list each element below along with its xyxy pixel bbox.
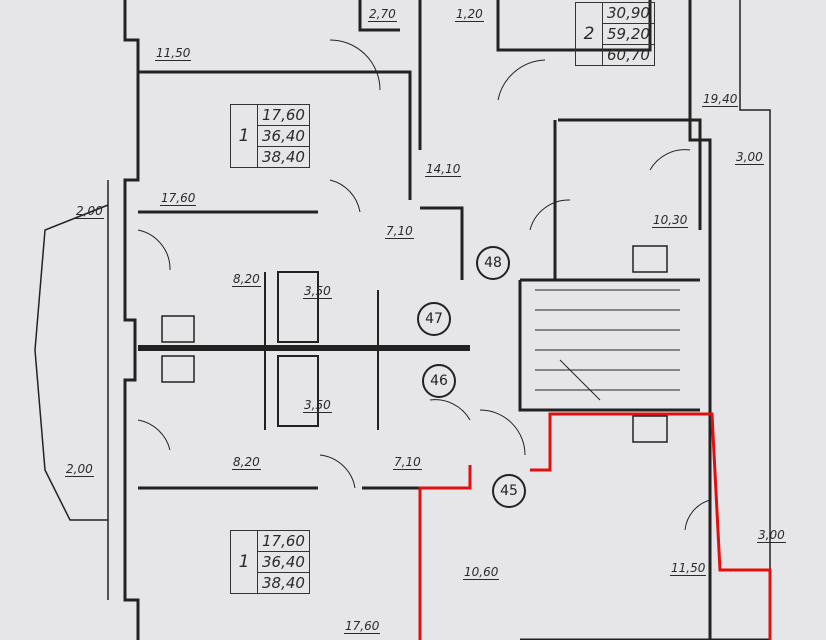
apartment-rooms: 2 — [576, 3, 603, 65]
room-area: 17,60 — [160, 191, 197, 206]
apartment-number-marker: 48 — [476, 246, 510, 280]
room-area: 3,00 — [757, 528, 786, 543]
apartment-rooms: 1 — [231, 105, 258, 167]
room-area: 10,60 — [463, 565, 500, 580]
apartment-number-marker: 46 — [422, 364, 456, 398]
room-area: 11,50 — [155, 46, 192, 61]
room-area: 2,00 — [65, 462, 94, 477]
room-area: 3,50 — [303, 398, 332, 413]
living-area: 17,60 — [258, 105, 309, 126]
apartment-info-box: 1 17,60 36,40 38,40 — [230, 104, 310, 168]
total-area-with-balcony: 38,40 — [262, 148, 305, 166]
apartment-number-marker: 45 — [492, 474, 526, 508]
room-area: 3,00 — [735, 150, 764, 165]
highlighted-apartment-outline — [418, 412, 772, 640]
room-area: 2,70 — [368, 7, 397, 22]
total-area: 36,40 — [258, 126, 309, 147]
room-area: 1,20 — [455, 7, 484, 22]
room-area: 8,20 — [232, 455, 261, 470]
apartment-info-box: 1 17,60 36,40 38,40 — [230, 530, 310, 594]
apartment-number-marker: 47 — [417, 302, 451, 336]
room-area: 8,20 — [232, 272, 261, 287]
total-area-with-balcony: 60,70 — [607, 46, 650, 64]
room-area: 7,10 — [385, 224, 414, 239]
room-area: 2,00 — [75, 204, 104, 219]
living-area: 17,60 — [258, 531, 309, 552]
apartment-info-box: 2 30,90 59,20 60,70 — [575, 2, 655, 66]
room-area: 10,30 — [652, 213, 689, 228]
total-area: 36,40 — [258, 552, 309, 573]
room-area: 7,10 — [393, 455, 422, 470]
apartment-rooms: 1 — [231, 531, 258, 593]
room-area: 3,50 — [303, 284, 332, 299]
total-area-with-balcony: 38,40 — [262, 574, 305, 592]
room-area: 19,40 — [702, 92, 739, 107]
room-area: 11,50 — [670, 561, 707, 576]
living-area: 30,90 — [603, 3, 654, 24]
total-area: 59,20 — [603, 24, 654, 45]
room-area: 17,60 — [344, 619, 381, 634]
room-area: 14,10 — [425, 162, 462, 177]
